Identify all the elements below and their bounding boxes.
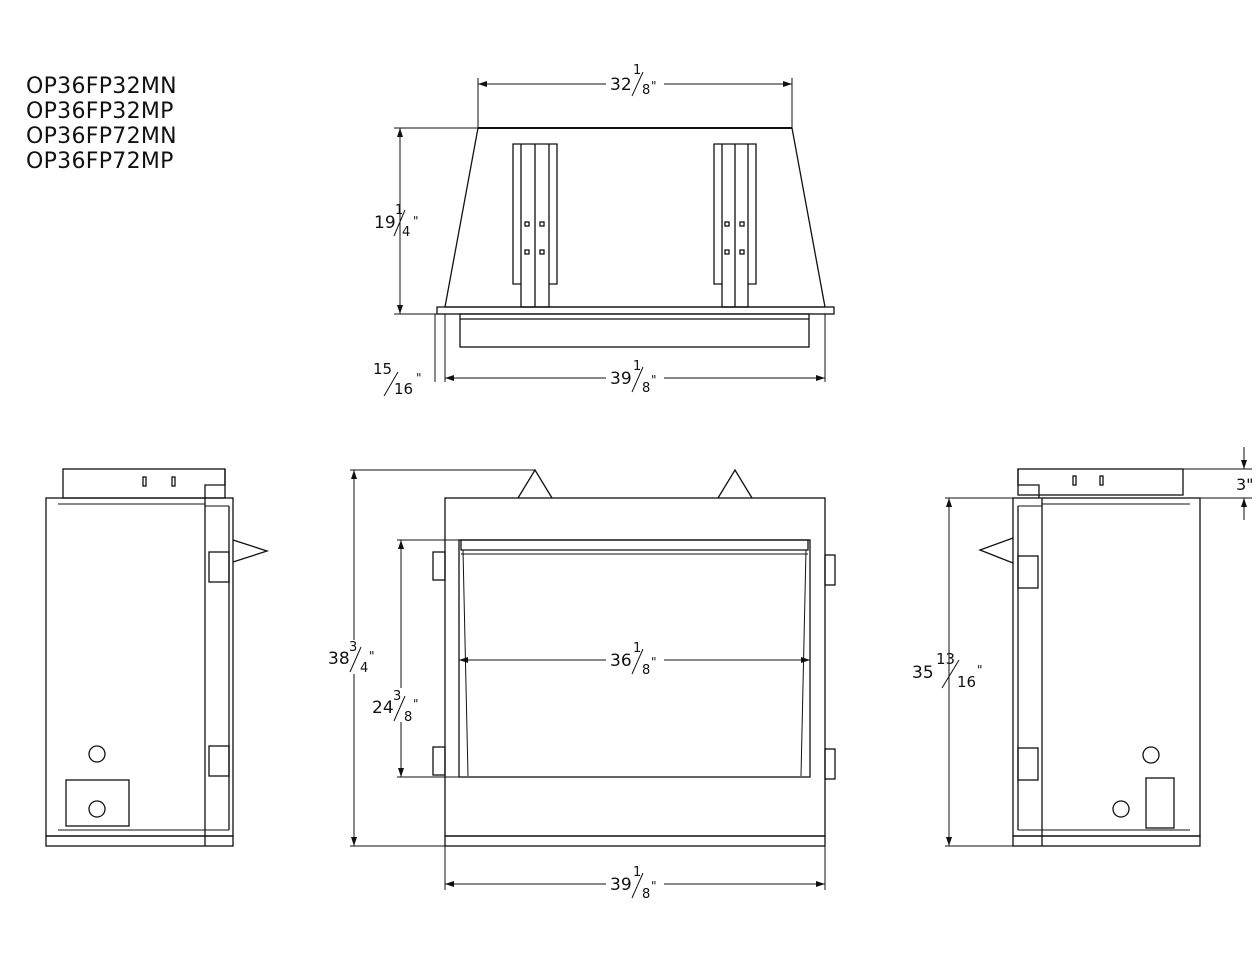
- inch-mark: ": [651, 373, 657, 387]
- dim-side-top-offset: 3": [1236, 475, 1254, 494]
- front-view: [432, 468, 836, 847]
- dim-denominator: 16: [394, 380, 413, 398]
- inch-mark: ": [369, 649, 375, 663]
- dim-whole: 39: [610, 875, 632, 895]
- dim-numerator: 3: [349, 640, 357, 655]
- model-number: OP36FP32MN: [26, 74, 177, 99]
- inch-mark: ": [413, 697, 419, 711]
- front-view-hood: [460, 539, 809, 551]
- inch-mark: ": [651, 879, 657, 893]
- front-view-tab-left-top: [432, 551, 446, 581]
- inch-mark: ": [416, 371, 422, 385]
- top-view-base-plate: [436, 306, 835, 315]
- dim-whole: 35: [912, 663, 934, 683]
- dim-denominator: 8: [642, 381, 650, 396]
- inch-mark: ": [651, 79, 657, 93]
- front-view-tab-left-bottom: [432, 746, 446, 776]
- left-side-top-box: [62, 468, 226, 499]
- right-side-view: [978, 468, 1201, 847]
- front-view-tab-right-top: [824, 554, 836, 586]
- left-side-vent: [232, 539, 270, 563]
- top-view-bracket-right: [713, 143, 757, 308]
- top-view-firebox-front: [459, 313, 810, 348]
- dimension-labels: 32 1 8 " 19 1 4 " 15 16 " 39 1 8 " 38 3 …: [326, 63, 1254, 902]
- dim-denominator: 8: [642, 663, 650, 678]
- right-side-body: [1012, 497, 1201, 837]
- dim-denominator: 8: [642, 83, 650, 98]
- inch-mark: ": [977, 663, 983, 677]
- front-view-vent-left: [517, 468, 553, 499]
- left-side-base: [45, 835, 234, 847]
- left-side-gas-box: [65, 779, 130, 827]
- dim-numerator: 1: [633, 865, 641, 880]
- right-side-base: [1012, 835, 1201, 847]
- left-side-view: [45, 468, 270, 847]
- dim-denominator: 8: [642, 887, 650, 902]
- top-view-bracket-left: [512, 143, 558, 308]
- top-view-outline: [444, 127, 826, 308]
- model-number: OP36FP32MP: [26, 99, 174, 124]
- dim-numerator: 13: [936, 650, 955, 668]
- front-view-tab-right-bottom: [824, 748, 836, 780]
- front-view-vent-right: [717, 468, 753, 499]
- model-number: OP36FP72MN: [26, 124, 177, 149]
- dim-denominator: 4: [360, 661, 368, 676]
- top-view: [436, 127, 835, 348]
- model-list: OP36FP32MN OP36FP32MP OP36FP72MN OP36FP7…: [26, 74, 177, 174]
- dim-denominator: 16: [957, 673, 976, 691]
- dim-whole: 19: [374, 213, 396, 233]
- right-side-vent: [978, 537, 1014, 564]
- dim-numerator: 1: [633, 63, 641, 78]
- front-view-dimensions: [350, 469, 826, 890]
- dim-denominator: 8: [404, 710, 412, 725]
- inch-mark: ": [413, 214, 419, 228]
- dim-whole: 36: [610, 651, 632, 671]
- dim-numerator: 15: [373, 360, 392, 378]
- dim-whole: 39: [610, 369, 632, 389]
- dim-numerator: 1: [633, 359, 641, 374]
- dim-whole: 32: [610, 75, 632, 95]
- dim-numerator: 3: [393, 689, 401, 704]
- dim-whole: 38: [328, 649, 350, 669]
- inch-mark: ": [651, 655, 657, 669]
- right-side-dimensions: [945, 447, 1252, 847]
- dim-whole: 24: [372, 698, 394, 718]
- dim-numerator: 1: [633, 641, 641, 656]
- model-number: OP36FP72MP: [26, 149, 174, 174]
- front-view-base: [444, 835, 826, 847]
- dimension-arrows: [351, 81, 1247, 887]
- right-side-gas-box: [1145, 777, 1175, 829]
- dim-numerator: 1: [395, 203, 403, 218]
- dim-denominator: 4: [402, 225, 410, 240]
